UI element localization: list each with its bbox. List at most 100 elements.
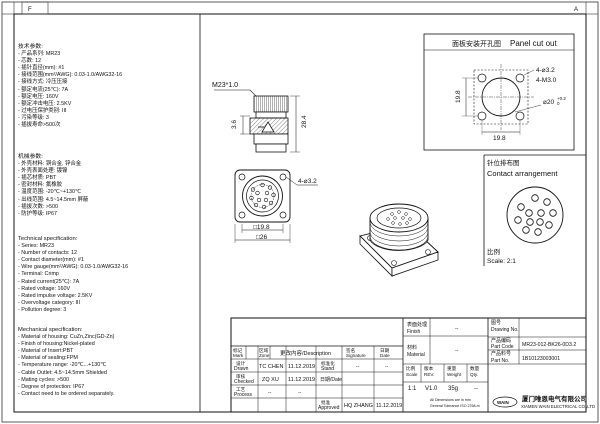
weight-value: 35g: [448, 386, 458, 392]
spec-cn-mech-item: - 外壳材料: 铜合金, 锌合金: [18, 161, 82, 168]
part-no-en: Part No.: [491, 358, 509, 364]
company-name-en: XIAMEN WAIN ELECTRICAL CO.,LTD: [521, 404, 595, 409]
spec-cn-mech-item: - 防护等级: IP67: [18, 210, 57, 217]
checked-en: Checked: [234, 379, 254, 385]
qty-en: Qty.: [470, 372, 478, 377]
date-cn: 日期: [380, 348, 390, 354]
std-en: Stand: [321, 366, 334, 372]
company-logo-text: WAIN: [497, 400, 509, 405]
material-value: --: [455, 348, 459, 354]
spec-cn-item: - 额定电流(25℃): 7A: [18, 86, 69, 93]
front-view: 4-⌀3.2 □19.8 □26: [234, 169, 318, 243]
process-date: --: [298, 390, 302, 396]
drawing-no-en: Drawing No.: [491, 327, 519, 333]
finish-cn: 表面处理: [407, 321, 427, 328]
spec-en-mech-item: - Material of Insert:PBT: [18, 348, 74, 355]
rev-cn: 版本: [424, 365, 434, 372]
std-date: --: [385, 364, 389, 370]
spec-en-tech-item: - Contact diameter(mm): #1: [18, 257, 84, 264]
process-en: Process: [234, 392, 253, 398]
panel-cutout-title-cn: 面板安装开孔图: [452, 39, 501, 48]
spec-en-mech-item: - Cable Outlet: 4.5~14.5mm Shielded: [18, 369, 107, 376]
spec-en-tech-item: - Terminal: Crimp: [18, 271, 59, 278]
specs-en-mech-title: Mechanical specification:: [18, 327, 83, 333]
contact-arrangement: 针位排布图 Contact arrangement 比例 Scale: 2:1: [483, 154, 586, 266]
approved-cn: 批准: [321, 399, 331, 406]
process-cn: 工艺: [236, 387, 246, 392]
qty-value: --: [474, 386, 478, 392]
spec-cn-item: - 插针直径(mm): #1: [18, 65, 65, 72]
drawn-cn: 设计: [236, 360, 246, 367]
zone-en: Zone: [259, 353, 270, 358]
signature-cn: 签名: [346, 347, 355, 354]
spec-cn-item: - 额定电压: 160V: [18, 93, 59, 100]
specs-cn-title: 技术参数:: [18, 44, 43, 50]
specs-en-tech-title: Technical specification:: [18, 236, 78, 242]
part-no-cn: 产品料号: [491, 350, 511, 357]
std-name: --: [356, 364, 360, 370]
dim-thread-side: M23*1.0: [212, 82, 238, 89]
spec-cn-mech-item: - 出线范围: 4.5~14.5mm 屏蔽: [18, 196, 89, 203]
warning-icon: [261, 121, 275, 133]
tolerance-note-1: All Dimensions are in mm: [430, 398, 471, 402]
spec-en-mech-item: - Temperature range: -20℃...+130℃: [18, 362, 107, 369]
panel-cutout: 面板安装开孔图 Panel cut out 4-⌀3.2 4-M3.0 ⌀20 …: [423, 33, 575, 151]
dim-width-front: □26: [256, 234, 268, 241]
company-name-cn: 厦门唯恩电气有限公司: [522, 394, 587, 403]
spec-cn-mech-item: - 外壳表面处理: 镀镍: [18, 168, 68, 175]
spec-cn-item: - 接线范围(mm²/AWG): 0.03-1.0/AWG32-16: [18, 72, 123, 79]
dim-len-side: 3.6: [231, 120, 238, 129]
dim-bore-cutout: ⌀20: [543, 99, 555, 106]
approved-en: Approved: [318, 405, 340, 411]
checked-name: ZQ XU: [262, 377, 279, 383]
process-name: --: [268, 390, 272, 396]
mark-en: Mark: [233, 353, 244, 358]
dim-horizontal-cutout: 19.8: [493, 135, 506, 142]
finish-value: --: [455, 326, 459, 332]
dim-tol-lower: 0: [557, 101, 560, 106]
spec-en-tech-item: - Rated voltage: 160V: [18, 285, 71, 292]
date-header-cn: 日期/Date: [320, 377, 342, 383]
spec-en-mech-item: - Material of housing: CuZn,Zinc(GD-Zn): [18, 334, 115, 341]
signature-en: Signature: [346, 353, 366, 358]
spec-en-tech-item: - Series: MR23: [18, 243, 54, 250]
std-cn: 标准化: [321, 360, 335, 367]
spec-cn-mech-item: - 温度范围: -20℃~+130℃: [18, 189, 82, 196]
spec-cn-mech-item: - 插芯材质: PBT: [18, 175, 57, 182]
company-logo-icon: [492, 396, 518, 408]
spec-cn-item: - 插拔寿命>500次: [18, 122, 61, 129]
zone-cn: 区域: [259, 347, 269, 353]
spec-cn-item: - 芯数: 12: [18, 58, 42, 65]
contact-arrangement-title-en: Contact arrangement: [487, 169, 558, 178]
spec-en-mech-item: - Degree of protection: IP67: [18, 383, 85, 390]
isometric-view: [359, 203, 439, 277]
specs-cn: 技术参数: - 产品系列: MR23 - 芯数: 12 - 插针直径(mm): …: [18, 44, 122, 129]
scale-en: Scale: [406, 372, 418, 377]
approved-name: HQ ZHANG: [344, 403, 373, 409]
dim-holes-cutout: 4-⌀3.2: [536, 67, 555, 74]
side-view: M23*1.0 3.6 28.4: [212, 82, 308, 153]
spec-cn-item: - 产品系列: MR23: [18, 51, 61, 58]
corner-mark-right: A: [574, 7, 578, 13]
part-code-value: MR23-012-BK26-0D3.2: [522, 342, 576, 348]
spec-en-mech-item: - Contact need to be ordered separately.: [18, 390, 115, 397]
part-code-cn: 产品编码: [491, 337, 511, 344]
dim-thread-cutout: 4-M3.0: [536, 77, 557, 84]
title-block: [230, 317, 587, 413]
drawn-en: Drawn: [234, 366, 249, 372]
spec-cn-item: - 额定冲击电压: 2.5KV: [18, 100, 72, 107]
rev-value: V1.0: [425, 386, 438, 392]
tolerance-note-2: General Tolerance ISO 2768-m: [430, 404, 480, 408]
change-description: 更改内容/Description: [280, 349, 331, 357]
spec-cn-mech-item: - 密封材料: 氟橡胶: [18, 182, 63, 189]
specs-cn-mech: 机械参数: - 外壳材料: 铜合金, 锌合金 - 外壳表面处理: 镀镍 - 插芯…: [18, 154, 88, 218]
corner-mark-left: F: [28, 7, 32, 13]
material-cn: 材料: [407, 344, 417, 351]
spec-en-mech-item: - Mating cycles: >500: [18, 376, 70, 383]
spec-en-mech-item: - Finish of housing:Nickel-plated: [18, 341, 95, 348]
dim-tol-upper: +0.2: [557, 96, 566, 101]
date-en: Date: [380, 353, 390, 358]
spec-cn-item: - 接线方式: 冷压压接: [18, 79, 68, 86]
